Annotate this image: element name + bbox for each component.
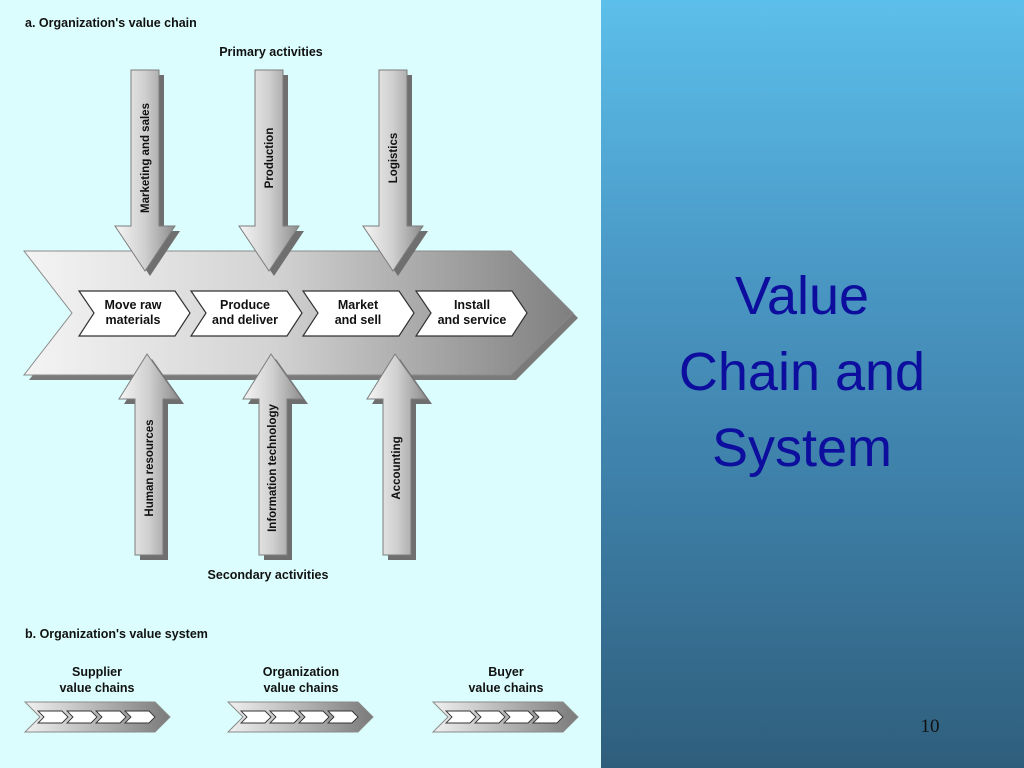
supplier-chain-label-line1: Supplier bbox=[72, 665, 122, 679]
step-label-line2: materials bbox=[106, 313, 161, 327]
primary-arrow-marketing-and-sales: Marketing and sales bbox=[114, 69, 180, 276]
buyer-chain-label-line1: Buyer bbox=[488, 665, 524, 679]
page-number: 10 bbox=[920, 716, 940, 737]
step-move-raw-materials: Move raw materials bbox=[77, 290, 191, 337]
slide-title: Value Chain and System bbox=[620, 258, 984, 486]
secondary-activities-heading: Secondary activities bbox=[208, 568, 329, 582]
step-label-line1: Market bbox=[338, 298, 379, 312]
step-label-line2: and sell bbox=[335, 313, 382, 327]
buyer-chain-label-line2: value chains bbox=[468, 681, 543, 695]
secondary-arrow-information-technology: Information technology bbox=[242, 353, 308, 560]
secondary-arrow-accounting: Accounting bbox=[366, 353, 432, 560]
step-label-line2: and service bbox=[438, 313, 507, 327]
secondary-arrow-human-resources: Human resources bbox=[118, 353, 184, 560]
title-panel bbox=[601, 0, 1024, 768]
value-chain-heading: a. Organization's value chain bbox=[25, 16, 197, 30]
organization-chain-label-line2: value chains bbox=[263, 681, 338, 695]
step-install-and-service: Install and service bbox=[414, 290, 528, 337]
secondary-activity-label: Human resources bbox=[144, 419, 156, 516]
step-market-and-sell: Market and sell bbox=[301, 290, 415, 337]
primary-activity-label: Marketing and sales bbox=[140, 103, 152, 213]
buyer-value-chain-arrow bbox=[431, 701, 579, 733]
supplier-chain-label-line2: value chains bbox=[59, 681, 134, 695]
secondary-activity-label: Accounting bbox=[391, 436, 403, 499]
primary-activities-heading: Primary activities bbox=[219, 45, 323, 59]
primary-arrow-production: Production bbox=[238, 69, 304, 276]
supplier-value-chain-arrow bbox=[23, 701, 171, 733]
value-system-heading: b. Organization's value system bbox=[25, 627, 208, 641]
diagram-panel bbox=[0, 0, 601, 768]
step-label-line1: Produce bbox=[220, 298, 270, 312]
step-label-line2: and deliver bbox=[212, 313, 278, 327]
primary-activity-label: Logistics bbox=[388, 133, 400, 183]
organization-chain-label-line1: Organization bbox=[263, 665, 339, 679]
organization-value-chain-arrow bbox=[226, 701, 374, 733]
slide-title-line: System bbox=[711, 418, 893, 478]
slide-title-line: Chain and bbox=[678, 342, 926, 402]
value-chain-figure: a. Organization's value chain Primary ac… bbox=[22, 16, 579, 733]
step-label-line1: Move raw bbox=[105, 298, 162, 312]
step-label-line1: Install bbox=[454, 298, 490, 312]
slide-title-line: Value bbox=[734, 266, 870, 326]
primary-activity-label: Production bbox=[264, 128, 276, 189]
secondary-activity-label: Information technology bbox=[267, 404, 279, 532]
primary-arrow-logistics: Logistics bbox=[362, 69, 428, 276]
step-produce-and-deliver: Produce and deliver bbox=[189, 290, 303, 337]
